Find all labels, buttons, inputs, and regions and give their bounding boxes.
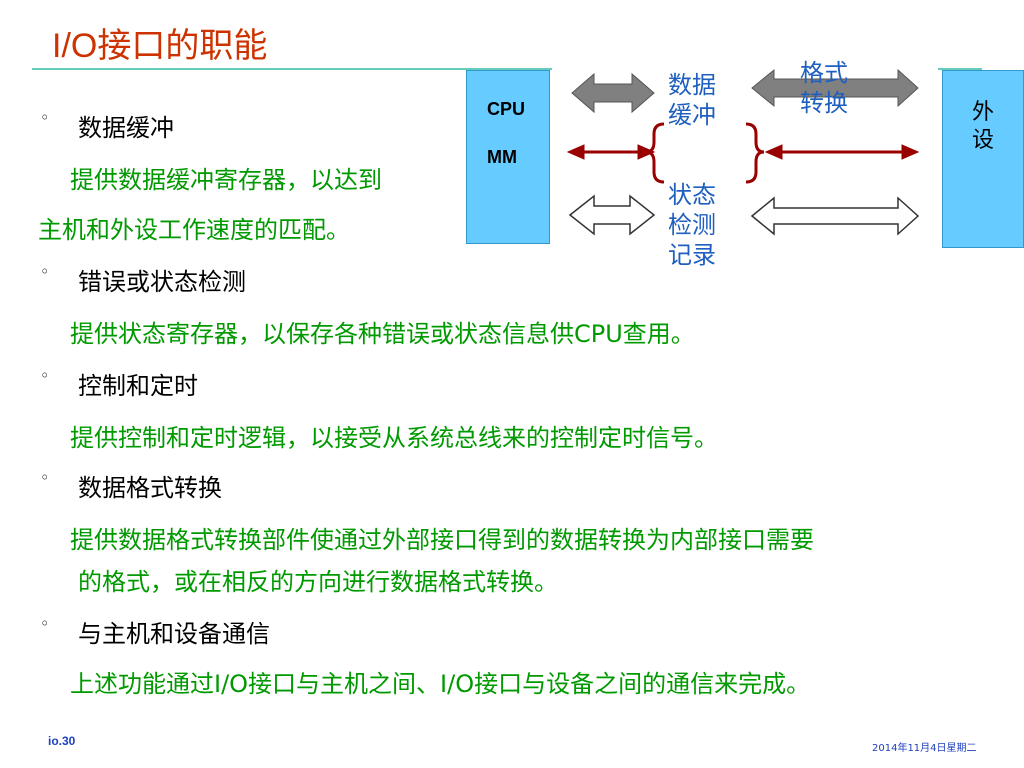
bullet-desc-line: 提供控制和定时逻辑，以接受从系统总线来的控制定时信号。: [70, 424, 718, 452]
host-cpu-mm-box: CPU MM: [466, 70, 550, 244]
white-double-arrow-left: [568, 194, 656, 236]
mm-label: MM: [487, 147, 517, 167]
bullet-heading-format-conversion: 数据格式转换: [78, 474, 222, 502]
title-underline-right: [938, 68, 982, 70]
gray-double-arrow-left: [571, 72, 655, 114]
peripheral-label-line1: 外: [971, 100, 994, 125]
bullet-heading-data-buffer: 数据缓冲: [78, 114, 174, 142]
left-brace: [645, 122, 665, 184]
bullet-heading-control-timing: 控制和定时: [78, 372, 198, 400]
bullet-desc-line: 提供状态寄存器，以保存各种错误或状态信息供CPU查用。: [70, 320, 695, 348]
bullet-heading-error-status: 错误或状态检测: [78, 268, 246, 296]
bullet-marker: ◦: [40, 468, 50, 487]
bullet-heading-communication: 与主机和设备通信: [78, 620, 270, 648]
white-double-arrow-right: [750, 196, 920, 236]
page-title: I/O接口的职能: [52, 27, 268, 65]
bullet-marker: ◦: [40, 262, 50, 281]
label-format-conversion: 格式 转换: [800, 59, 848, 117]
bullet-desc-line: 主机和外设工作速度的匹配。: [38, 216, 350, 244]
label-data-buffer: 数据 缓冲: [668, 71, 716, 129]
page-number: io.30: [48, 734, 76, 748]
footer-date: 2014年11月4日星期二: [872, 743, 977, 754]
red-double-arrow-left: [566, 144, 656, 160]
bullet-marker: ◦: [40, 366, 50, 385]
title-underline: [32, 68, 552, 70]
bullet-desc-line: 上述功能通过I/O接口与主机之间、I/O接口与设备之间的通信来完成。: [70, 670, 811, 698]
bullet-marker: ◦: [40, 108, 50, 127]
gray-double-arrow-right: [751, 68, 919, 108]
bullet-desc-line: 提供数据格式转换部件使通过外部接口得到的数据转换为内部接口需要: [70, 526, 814, 554]
right-brace: [745, 122, 765, 184]
bullet-desc-line: 提供数据缓冲寄存器，以达到: [70, 166, 382, 194]
cpu-label: CPU: [487, 99, 526, 119]
red-double-arrow-right: [764, 144, 920, 160]
peripheral-box: 外 设: [942, 70, 1024, 248]
bullet-marker: ◦: [40, 614, 50, 633]
bullet-desc-line: 的格式，或在相反的方向进行数据格式转换。: [78, 568, 558, 596]
peripheral-label-line2: 设: [971, 128, 994, 153]
label-status-detection: 状态 检测 记录: [668, 181, 716, 269]
